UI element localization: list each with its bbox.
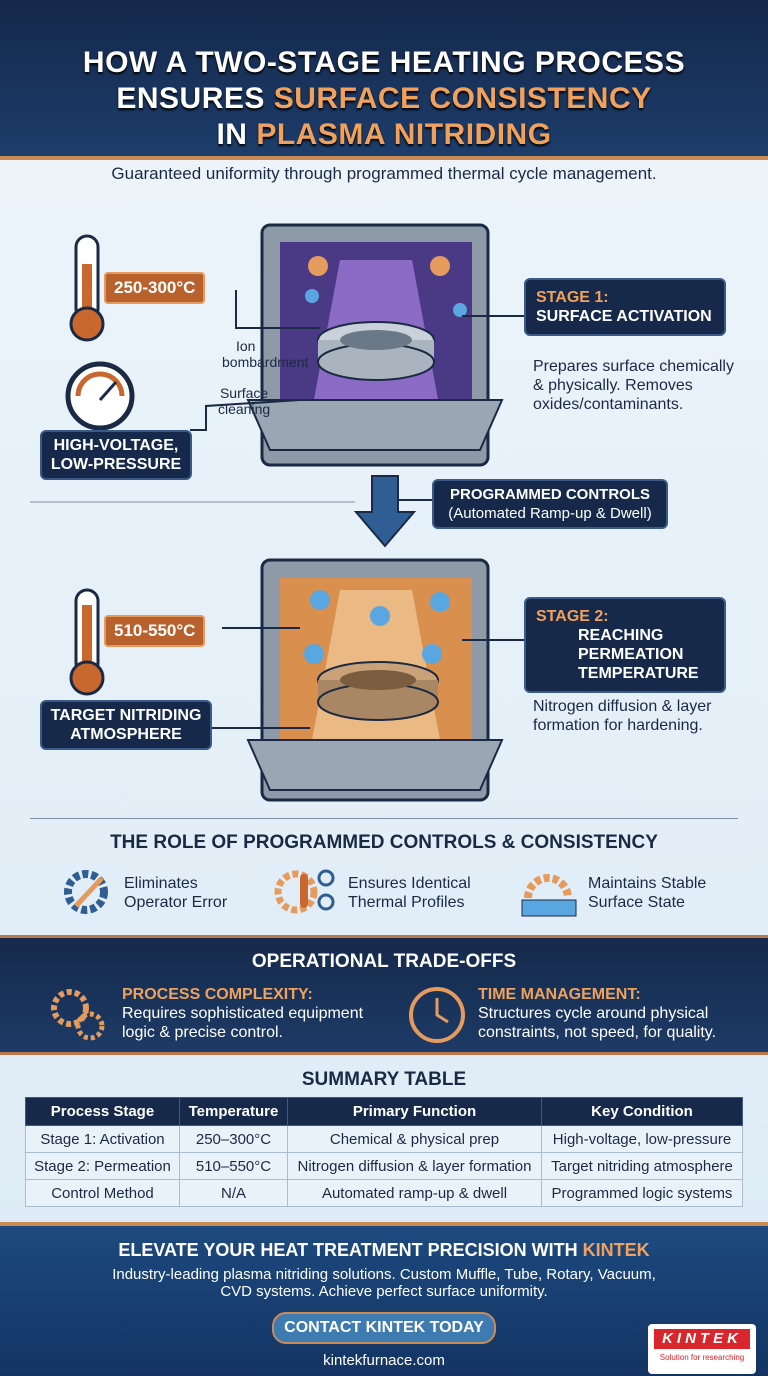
gear-wave-icon: [521, 874, 577, 917]
gear-wrench-icon: [64, 870, 108, 914]
stage1-description: Prepares surface chemically& physically.…: [533, 358, 734, 413]
title-line-1: HOW A TWO-STAGE HEATING PROCESS: [82, 46, 686, 79]
footer-title: ELEVATE YOUR HEAT TREATMENT PRECISION WI…: [118, 1240, 650, 1260]
tradeoffs-section: OPERATIONAL TRADE-OFFS PROCESS COMPLEXIT…: [0, 935, 768, 1055]
clock-icon: [409, 987, 465, 1043]
website-link[interactable]: kintekfurnace.com: [323, 1352, 445, 1369]
subtitle: Guaranteed uniformity through programmed…: [111, 164, 657, 183]
furnace-stage-1: [246, 223, 504, 467]
gears-icon: [51, 989, 105, 1041]
stage2-temperature: 510-550°C: [104, 615, 206, 647]
contact-button[interactable]: CONTACT KINTEK TODAY: [272, 1312, 496, 1344]
stage1-title-box: STAGE 1:SURFACE ACTIVATION: [524, 278, 726, 336]
title-line-2: ENSURES SURFACE CONSISTENCY: [116, 82, 652, 115]
tradeoffs-title: OPERATIONAL TRADE-OFFS: [251, 951, 517, 972]
summary-title: SUMMARY TABLE: [301, 1069, 467, 1090]
stage1-temperature: 250-300°C: [104, 272, 206, 304]
process-illustration: [30, 223, 526, 802]
gear-thermometer-icon: [274, 869, 335, 914]
footer-text: Industry-leading plasma nitriding soluti…: [112, 1266, 656, 1300]
pressure-gauge-icon: [65, 361, 135, 431]
thermometer-icon: [69, 588, 105, 696]
footer-banner: ELEVATE YOUR HEAT TREATMENT PRECISION WI…: [0, 1222, 768, 1376]
furnace-stage-2: [246, 558, 504, 802]
tradeoff-complexity: PROCESS COMPLEXITY:Requires sophisticate…: [122, 986, 364, 1041]
kintek-logo: KINTEK Solution for researching: [648, 1324, 756, 1374]
tradeoff-time: TIME MANAGEMENT:Structures cycle around …: [478, 986, 717, 1041]
programmed-controls-box: PROGRAMMED CONTROLS(Automated Ramp-up & …: [432, 479, 668, 529]
thermometer-icon: [69, 234, 105, 342]
header-banner: HOW A TWO-STAGE HEATING PROCESS ENSURES …: [0, 0, 768, 160]
role-section-title: THE ROLE OF PROGRAMMED CONTROLS & CONSIS…: [110, 832, 658, 853]
stage1-condition: HIGH-VOLTAGE,LOW-PRESSURE: [40, 430, 192, 480]
arrow-down-icon: [353, 475, 417, 548]
title-line-3: IN PLASMA NITRIDING: [216, 118, 552, 151]
